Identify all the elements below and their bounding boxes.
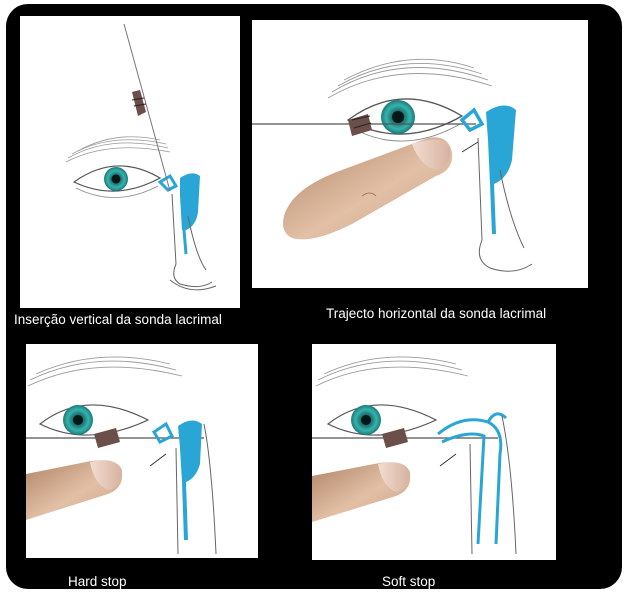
panel-hard-stop	[26, 344, 258, 558]
panel-soft-stop	[312, 344, 556, 560]
finger	[26, 460, 122, 520]
finger	[312, 462, 410, 522]
caption-soft-stop: Soft stop	[382, 574, 435, 589]
eyebrow	[328, 59, 492, 98]
caption-horizontal: Trajecto horizontal da sonda lacrimal	[326, 306, 546, 321]
lacrimal-duct	[438, 414, 506, 544]
eyebrow	[316, 357, 468, 386]
eye	[74, 166, 160, 198]
eye	[40, 405, 148, 435]
eyebrow	[66, 137, 170, 162]
eye	[328, 405, 436, 435]
finger	[283, 137, 452, 239]
caption-hard-stop: Hard stop	[68, 574, 127, 589]
caption-vertical: Inserção vertical da sonda lacrimal	[14, 312, 222, 327]
panel-vertical-insertion	[20, 16, 240, 308]
eyebrow	[28, 357, 182, 386]
lacrimal-duct	[462, 105, 516, 234]
figure-frame: Inserção vertical da sonda lacrimal Traj…	[6, 4, 622, 589]
lacrimal-probe	[124, 24, 170, 191]
panel-horizontal-course	[252, 20, 588, 288]
lacrimal-probe	[26, 428, 204, 448]
